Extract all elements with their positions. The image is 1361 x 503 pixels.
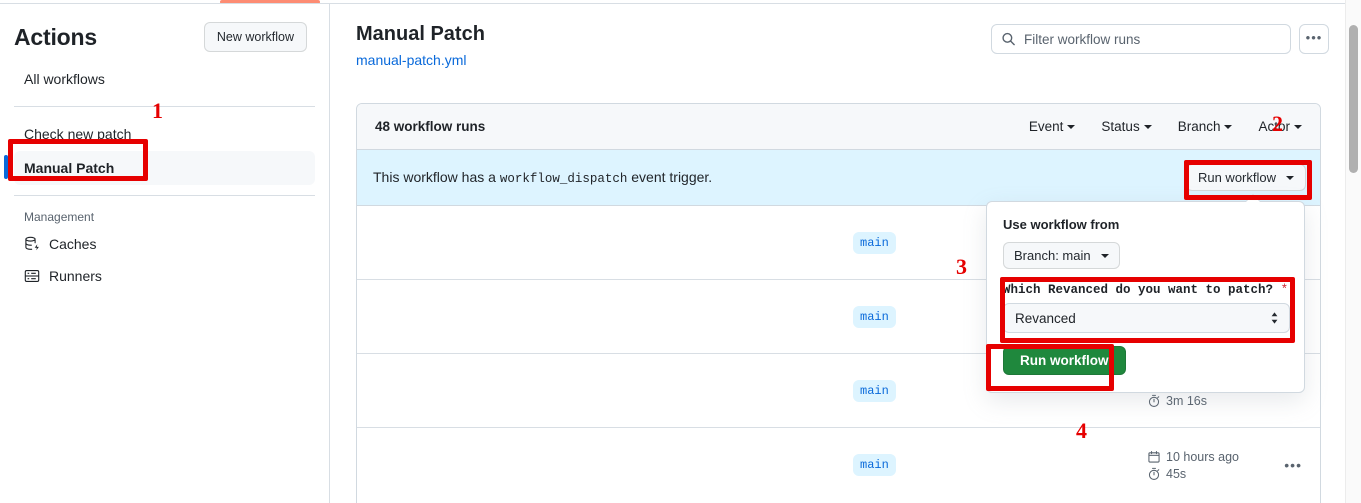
branch-selector-button[interactable]: Branch: main — [1003, 242, 1120, 269]
header-actions: ••• — [991, 20, 1329, 54]
chevron-down-icon — [1224, 125, 1233, 130]
input-field-label: Which Revanced do you want to patch? * — [1003, 283, 1288, 297]
filter-label: Branch — [1177, 119, 1221, 134]
sidebar-item-label: All workflows — [24, 71, 105, 87]
popover-body: Use workflow from Branch: main Which Rev… — [987, 202, 1304, 375]
page-scrollbar-track[interactable] — [1345, 0, 1361, 503]
branch-selector-label: Branch: main — [1014, 248, 1091, 263]
sidebar-item-label: Check new patch — [24, 126, 132, 142]
dispatch-message: This workflow has a workflow_dispatch ev… — [373, 169, 712, 186]
chevron-down-icon — [1100, 253, 1109, 258]
top-divider — [0, 3, 1345, 4]
sidebar-item-manual-patch[interactable]: Manual Patch — [4, 151, 315, 185]
input-field-label-text: Which Revanced do you want to patch? — [1003, 283, 1274, 297]
run-timestamp: 10 hours ago — [1147, 450, 1239, 464]
row-kebab-icon[interactable]: ••• — [1284, 457, 1302, 473]
sidebar-item-all-workflows[interactable]: All workflows — [14, 62, 315, 96]
use-workflow-from-label: Use workflow from — [1003, 217, 1120, 232]
sidebar-group-management: Management — [24, 210, 95, 224]
filter-actor[interactable]: Actor — [1258, 119, 1302, 134]
branch-badge: main — [853, 231, 896, 254]
sidebar-item-label: Caches — [49, 236, 97, 252]
run-duration-label: 45s — [1166, 466, 1187, 481]
row-meta: 3m 16s — [1147, 374, 1207, 408]
run-workflow-dropdown-button[interactable]: Run workflow — [1185, 164, 1306, 191]
table-row[interactable]: main 3m 16s — [357, 354, 1320, 428]
kebab-icon: ••• — [1305, 29, 1323, 45]
sidebar-header: Actions New workflow — [0, 4, 329, 62]
filter-search-wrap — [991, 24, 1291, 54]
sidebar-item-label: Runners — [49, 268, 102, 284]
select-updown-icon — [1269, 311, 1280, 325]
revanced-select[interactable]: Revanced — [1003, 303, 1290, 333]
chevron-down-icon — [1294, 125, 1302, 130]
sidebar-item-runners[interactable]: Runners — [14, 260, 315, 292]
submit-run-workflow-button[interactable]: Run workflow — [1003, 346, 1126, 375]
workflow-file-link[interactable]: manual-patch.yml — [356, 52, 467, 68]
calendar-icon — [1147, 450, 1161, 464]
sidebar-item-label: Manual Patch — [24, 160, 115, 176]
workflow-heading-block: Manual Patch manual-patch.yml — [356, 20, 485, 70]
runs-panel-header: 48 workflow runs Event Status Branch Act… — [357, 104, 1320, 150]
required-marker: * — [1280, 283, 1289, 297]
sidebar-divider-1 — [14, 106, 315, 107]
filter-label: Actor — [1258, 119, 1290, 134]
page-scrollbar-thumb[interactable] — [1349, 25, 1358, 173]
run-workflow-popover: Use workflow from Branch: main Which Rev… — [986, 194, 1305, 393]
run-workflow-button-label: Run workflow — [1197, 170, 1276, 185]
stopwatch-icon — [1147, 394, 1161, 408]
sidebar-nav-management: Caches Runners — [0, 228, 329, 292]
sidebar-nav-top: All workflows — [0, 62, 329, 96]
branch-badge: main — [853, 454, 896, 476]
dispatch-text-before: This workflow has a — [373, 169, 496, 185]
row-meta: 10 hours ago 45s — [1147, 450, 1239, 481]
sidebar-nav-workflows: Check new patch Manual Patch — [0, 117, 329, 185]
filter-label: Event — [1028, 119, 1064, 134]
table-row[interactable]: main 10 hours ago — [357, 428, 1320, 502]
actions-sidebar: Actions New workflow All workflows Check… — [0, 4, 330, 503]
run-duration: 45s — [1147, 467, 1239, 481]
new-workflow-button[interactable]: New workflow — [203, 22, 307, 52]
run-duration: 3m 16s — [1147, 394, 1207, 408]
branch-badge: main — [853, 379, 896, 402]
cache-icon — [24, 236, 40, 252]
server-icon — [24, 268, 40, 284]
chevron-down-icon — [1143, 125, 1152, 130]
filter-branch[interactable]: Branch — [1178, 119, 1233, 134]
sidebar-divider-2 — [14, 195, 315, 196]
run-timestamp-label: 10 hours ago — [1166, 449, 1239, 464]
workflow-dispatch-banner: This workflow has a workflow_dispatch ev… — [357, 150, 1320, 206]
branch-badge: main — [853, 305, 896, 328]
dispatch-text-after: event trigger. — [631, 169, 713, 185]
chevron-down-icon — [1067, 125, 1076, 130]
stopwatch-icon — [1147, 467, 1161, 481]
sidebar-item-caches[interactable]: Caches — [14, 228, 315, 260]
table-row[interactable]: main — [357, 206, 1320, 280]
filter-status[interactable]: Status — [1101, 119, 1152, 134]
filter-label: Status — [1101, 119, 1140, 134]
search-icon — [1001, 32, 1016, 47]
table-row[interactable]: main — [357, 280, 1320, 354]
runs-filters: Event Status Branch Actor — [1029, 119, 1302, 134]
page-title-actions: Actions — [14, 23, 97, 50]
main-header: Manual Patch manual-patch.yml ••• — [331, 4, 1345, 70]
sidebar-item-check-new-patch[interactable]: Check new patch — [14, 117, 315, 151]
active-tab-underline — [220, 0, 320, 4]
runs-count-label: 48 workflow runs — [375, 119, 486, 134]
workflow-title: Manual Patch — [356, 23, 485, 45]
chevron-down-icon — [1286, 175, 1294, 180]
filter-event[interactable]: Event — [1029, 119, 1076, 134]
dispatch-event-code: workflow_dispatch — [499, 172, 628, 186]
more-options-button[interactable]: ••• — [1299, 24, 1329, 54]
search-input[interactable] — [991, 24, 1291, 54]
revanced-select-value: Revanced — [1015, 310, 1076, 326]
run-duration-label: 3m 16s — [1166, 393, 1207, 408]
